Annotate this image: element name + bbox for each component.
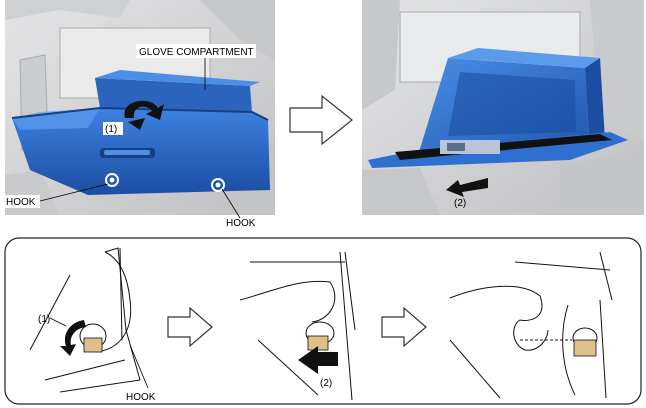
step-arrow-detail-1 [167,306,213,348]
step-1-label-detail: (1) [38,314,50,325]
pull-arrow-icon [446,178,488,197]
rotate-arrow-icon-detail [60,320,86,356]
detail-step-3 [449,251,613,399]
photo-right: (2) [362,0,644,215]
glove-compartment-lowered [368,48,628,168]
rotate-arrow-icon [124,100,164,130]
hook-marker-right [211,178,225,192]
step-2-label-right: (2) [454,198,466,209]
detail-step-2: (2) [239,251,356,401]
detail-panel: (1) HOOK (2) [4,237,642,405]
detail-step-1: (1) HOOK [29,247,156,403]
hook-label-left: HOOK [6,197,36,208]
hook-marker-left [105,173,119,187]
pull-arrow-icon-detail [298,346,338,374]
glove-compartment-label: GLOVE COMPARTMENT [139,47,254,58]
step-arrow-top [289,94,353,146]
step-1-label-left: (1) [105,124,117,135]
photo-left: (1) GLOVE COMPARTMENT HOOK HOOK [4,0,275,229]
hook-label-detail: HOOK [126,392,156,403]
step-2-label-detail: (2) [320,378,332,389]
hook-label-right: HOOK [226,218,256,229]
step-arrow-detail-2 [381,306,427,348]
